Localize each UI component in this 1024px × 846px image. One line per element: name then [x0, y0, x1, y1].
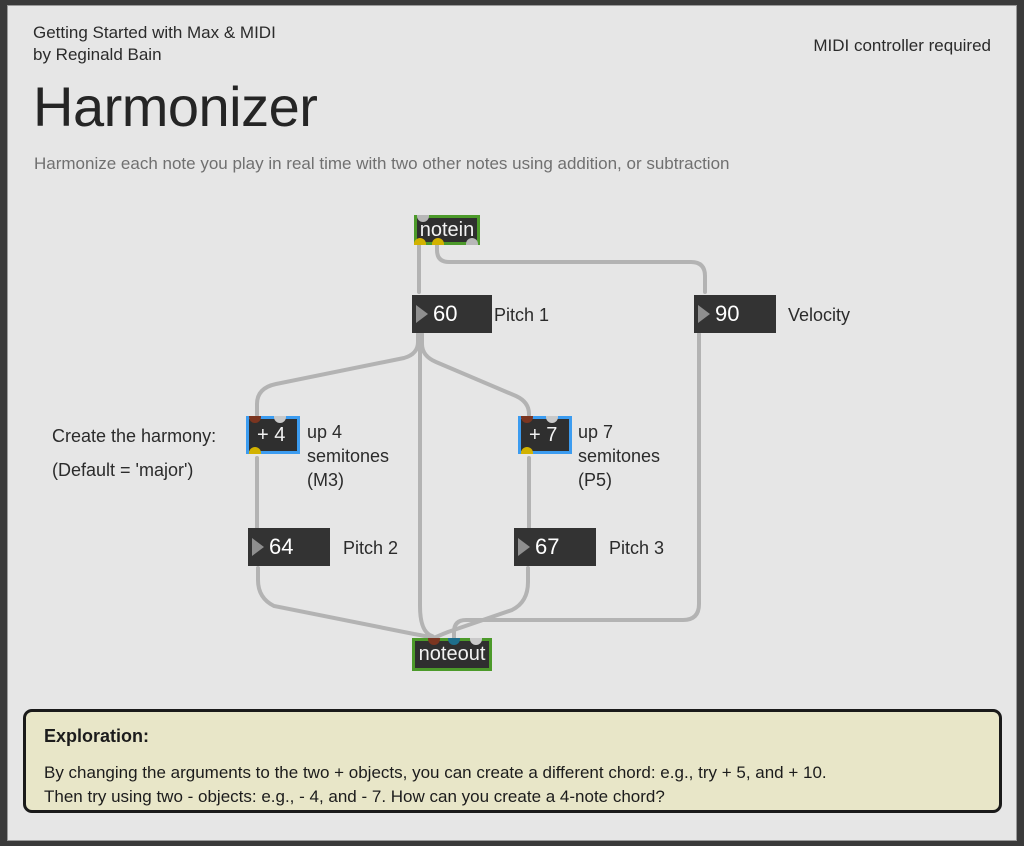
noteout-inlet-0-pitch[interactable] — [428, 638, 440, 645]
comment-default-major: (Default = 'major') — [52, 460, 194, 480]
numberbox-triangle-icon — [518, 538, 530, 556]
numberbox-pitch2[interactable]: 64 — [248, 528, 330, 566]
object-plus-4-label: + 4 — [257, 423, 286, 446]
notein-outlet-1-velocity[interactable] — [432, 238, 444, 245]
comment-pitch1: Pitch 1 — [494, 305, 550, 325]
numberbox-velocity[interactable]: 90 — [694, 295, 776, 333]
comment-pitch3: Pitch 3 — [609, 538, 665, 558]
plus7-inlet-1[interactable] — [546, 416, 558, 423]
object-notein-label: notein — [419, 218, 475, 241]
cord-velocity-to-noteout — [452, 332, 701, 640]
header-requirement-note: MIDI controller required — [813, 36, 991, 55]
numberbox-triangle-icon — [252, 538, 264, 556]
notein-outlet-2-channel[interactable] — [466, 238, 478, 245]
numberbox-triangle-icon — [698, 305, 710, 323]
numberbox-triangle-icon — [416, 305, 428, 323]
plus7-outlet-0[interactable] — [521, 447, 533, 454]
plus4-inlet-1[interactable] — [274, 416, 286, 423]
notein-outlet-0-pitch[interactable] — [414, 238, 426, 245]
comment-create-harmony: Create the harmony: — [52, 426, 217, 446]
cord-pitch1-to-plus4 — [255, 332, 420, 417]
page-subtitle: Harmonize each note you play in real tim… — [34, 154, 730, 173]
cord-notein-to-velocity — [435, 239, 707, 294]
max-patcher-window[interactable]: Getting Started with Max & MIDI by Regin… — [7, 5, 1017, 841]
header-credit: Getting Started with Max & MIDI by Regin… — [33, 23, 276, 64]
cord-pitch1-to-noteout — [418, 332, 437, 640]
numberbox-pitch1[interactable]: 60 — [412, 295, 492, 333]
exploration-panel: Exploration: By changing the arguments t… — [23, 709, 1002, 813]
numberbox-pitch2-value: 64 — [269, 534, 294, 559]
page-title: Harmonizer — [33, 75, 318, 138]
comment-up-4-semitones: up 4 semitones (M3) — [307, 422, 390, 490]
object-plus-7-label: + 7 — [529, 423, 558, 446]
plus4-outlet-0[interactable] — [249, 447, 261, 454]
plus7-inlet-0[interactable] — [521, 416, 533, 423]
noteout-inlet-1-velocity[interactable] — [448, 638, 460, 645]
exploration-body: By changing the arguments to the two + o… — [44, 763, 827, 806]
comment-velocity: Velocity — [788, 305, 851, 325]
cord-pitch1-to-plus7 — [420, 332, 531, 417]
numberbox-pitch3-value: 67 — [535, 534, 560, 559]
cord-pitch3-to-noteout — [432, 566, 530, 640]
exploration-title: Exploration: — [44, 726, 150, 746]
plus4-inlet-0[interactable] — [249, 416, 261, 423]
comment-up-7-semitones: up 7 semitones (P5) — [578, 422, 661, 490]
object-noteout-label: noteout — [418, 643, 486, 665]
numberbox-pitch3[interactable]: 67 — [514, 528, 596, 566]
comment-pitch2: Pitch 2 — [343, 538, 399, 558]
notein-inlet-0[interactable] — [417, 215, 429, 222]
cord-pitch2-to-noteout — [256, 566, 435, 640]
noteout-inlet-2-channel[interactable] — [470, 638, 482, 645]
numberbox-velocity-value: 90 — [715, 301, 740, 326]
numberbox-pitch1-value: 60 — [433, 301, 458, 326]
